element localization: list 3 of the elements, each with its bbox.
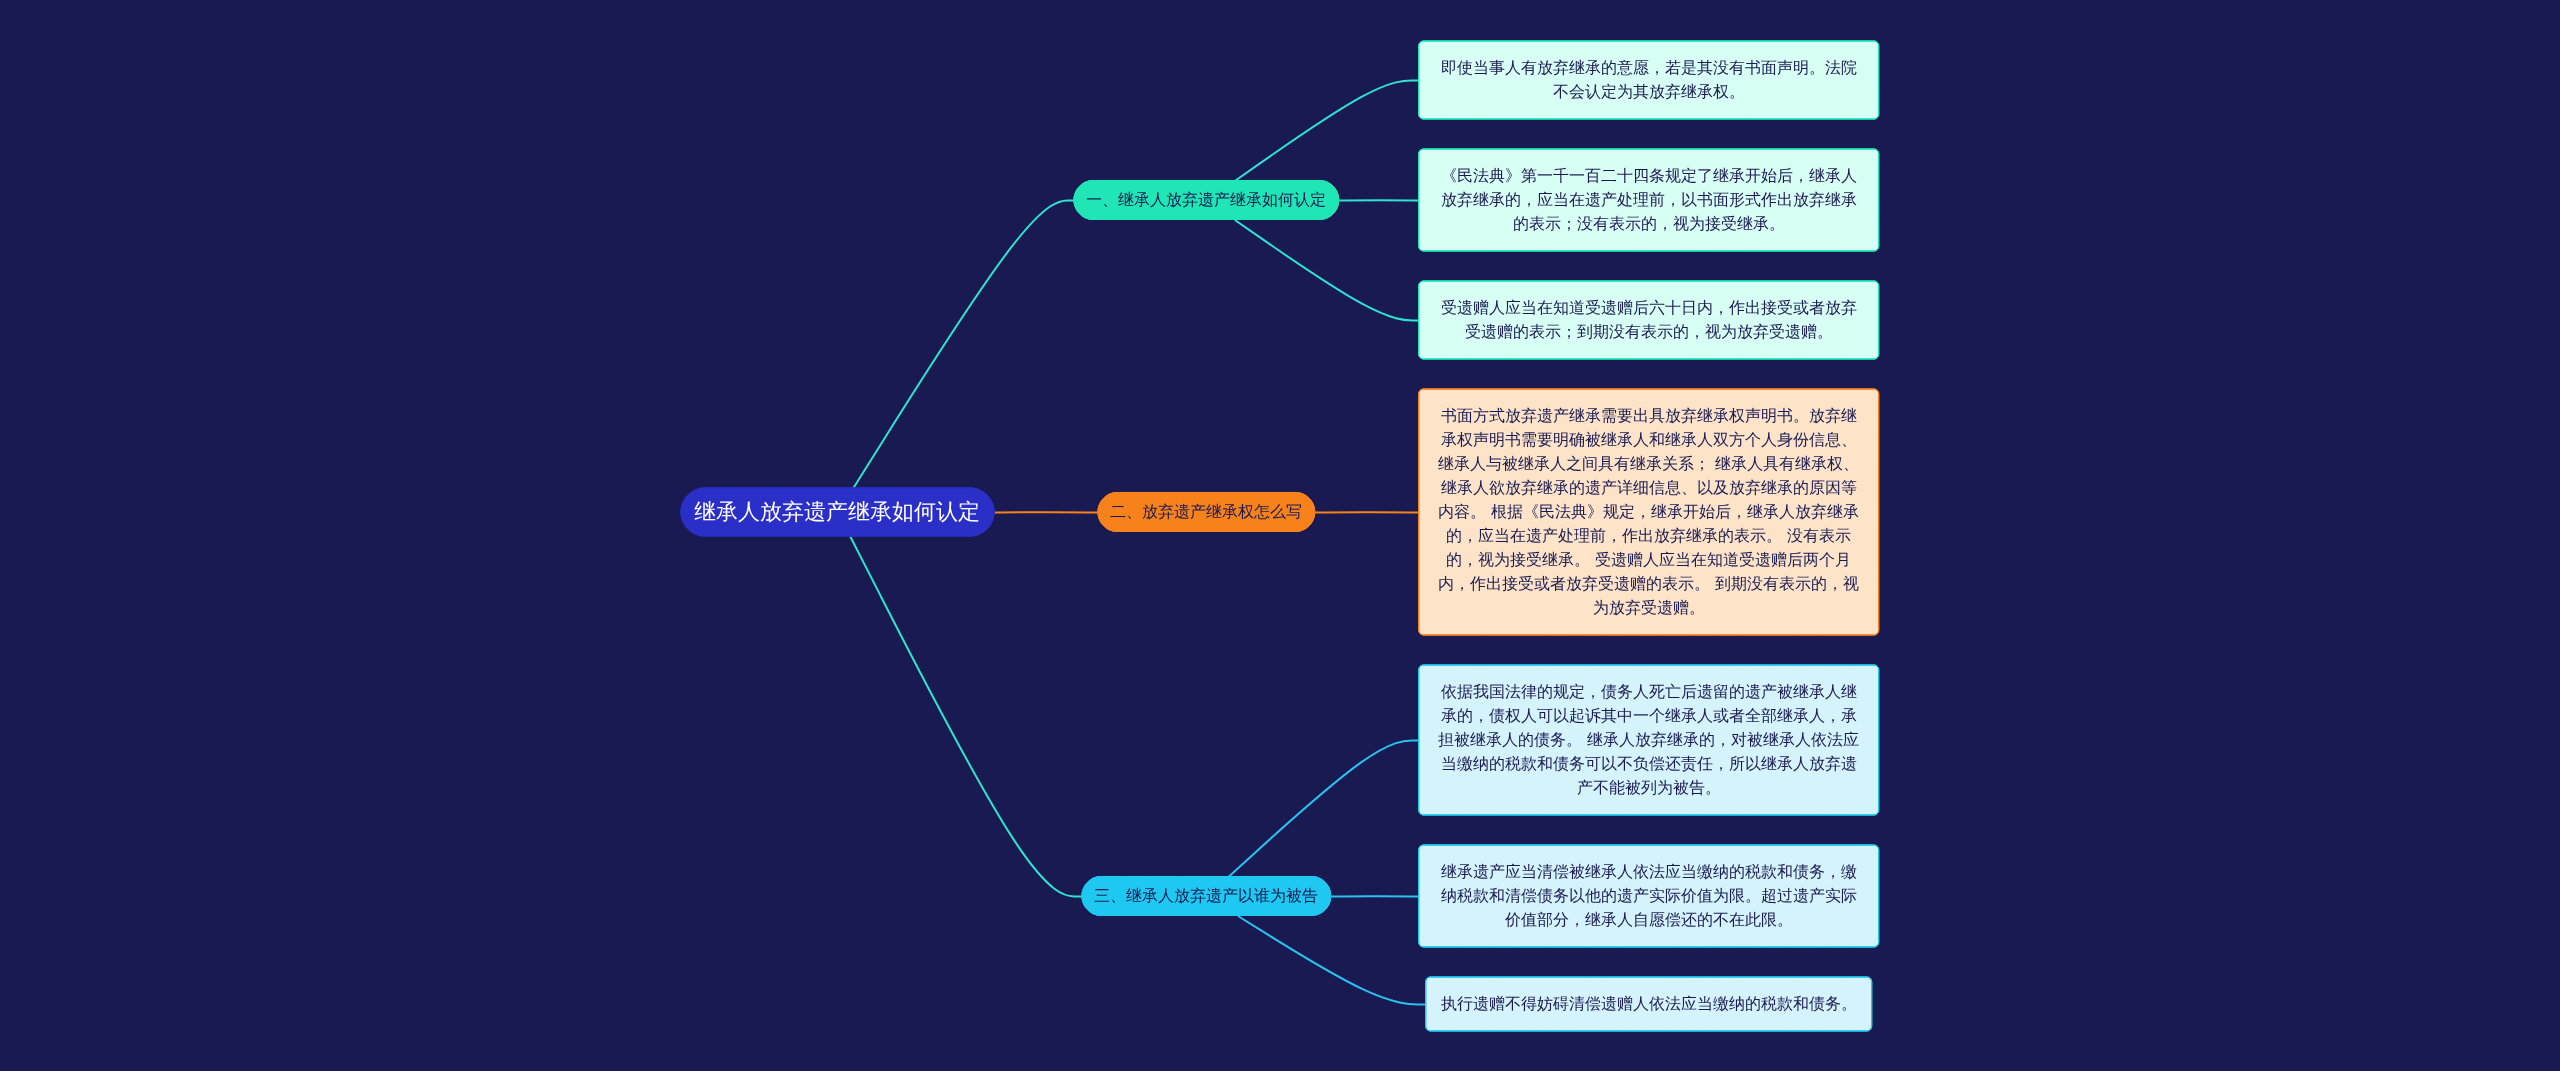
connector	[849, 535, 1084, 897]
connector	[993, 510, 1100, 513]
connector	[852, 198, 1076, 489]
